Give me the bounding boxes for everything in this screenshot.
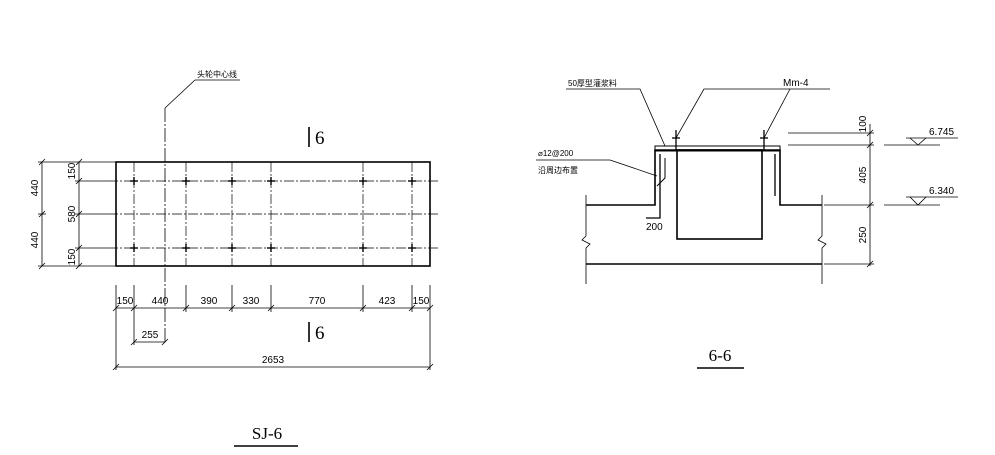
- dim-right-0: 100: [858, 115, 869, 132]
- bottom-dim-chain: [112, 285, 434, 371]
- dim-bottom-3: 330: [243, 296, 260, 307]
- hook-dim: 200: [646, 222, 663, 233]
- section-mark-bottom: 6: [315, 323, 325, 344]
- section-title: 6-6: [709, 346, 732, 365]
- dim-right-2: 250: [858, 226, 869, 243]
- section-mark-top: 6: [315, 128, 325, 149]
- bolt-label: Mm-4: [783, 78, 809, 89]
- plan-title: SJ-6: [252, 424, 282, 443]
- plan-bolts: [130, 177, 416, 252]
- section-view: 50厚型灌浆料 Mm-4 ⌀12@200 沿周边布置 200 100 405 2…: [536, 78, 958, 369]
- dim-left-inner-0: 150: [67, 162, 78, 179]
- grout-note: 50厚型灌浆料: [568, 78, 617, 88]
- rebar-left-hook: [656, 158, 666, 187]
- section-dim-chain: [788, 124, 874, 268]
- rebar-label: ⌀12@200: [538, 149, 574, 158]
- foundation-pocket: [676, 149, 763, 240]
- dim-bottom-2: 390: [201, 296, 218, 307]
- elevation-mark-top: [884, 137, 958, 146]
- dim-left-outer-1: 440: [30, 231, 41, 248]
- rebar-leader: [536, 159, 658, 177]
- dim-left-inner-2: 150: [67, 248, 78, 265]
- dim-left-inner-1: 580: [67, 205, 78, 222]
- grout-leader: [566, 88, 666, 147]
- elevation-mark-mid: [884, 196, 958, 206]
- foundation-outline: [586, 149, 822, 206]
- centerline-note: 头轮中心线: [197, 69, 237, 79]
- plan-view: 头轮中心线 6 6: [30, 69, 438, 447]
- bolt-leader-2: [763, 88, 791, 139]
- rebar-note: 沿周边布置: [538, 165, 578, 175]
- elevation-top: 6.745: [929, 127, 954, 138]
- left-dim-chain: [38, 158, 116, 270]
- rebar-left: [646, 154, 661, 219]
- anchor-bolts: [672, 130, 768, 150]
- dim-right-1: 405: [858, 166, 869, 183]
- break-line-left: [581, 195, 591, 284]
- dim-left-outer-0: 440: [30, 179, 41, 196]
- bolt-leader: [675, 88, 830, 139]
- dim-bottom-6: 150: [413, 296, 430, 307]
- plan-grid: [108, 162, 438, 266]
- dim-bottom-0: 150: [117, 296, 134, 307]
- centerline-leader: [164, 79, 240, 342]
- dim-bottom-4: 770: [309, 296, 326, 307]
- dim-total: 2653: [262, 355, 285, 366]
- elevation-mid: 6.340: [929, 186, 954, 197]
- grout-layer: [654, 145, 781, 152]
- dim-offset: 255: [142, 330, 159, 341]
- break-line-right: [817, 195, 827, 284]
- dim-bottom-5: 423: [379, 296, 396, 307]
- dim-bottom-1: 440: [152, 296, 169, 307]
